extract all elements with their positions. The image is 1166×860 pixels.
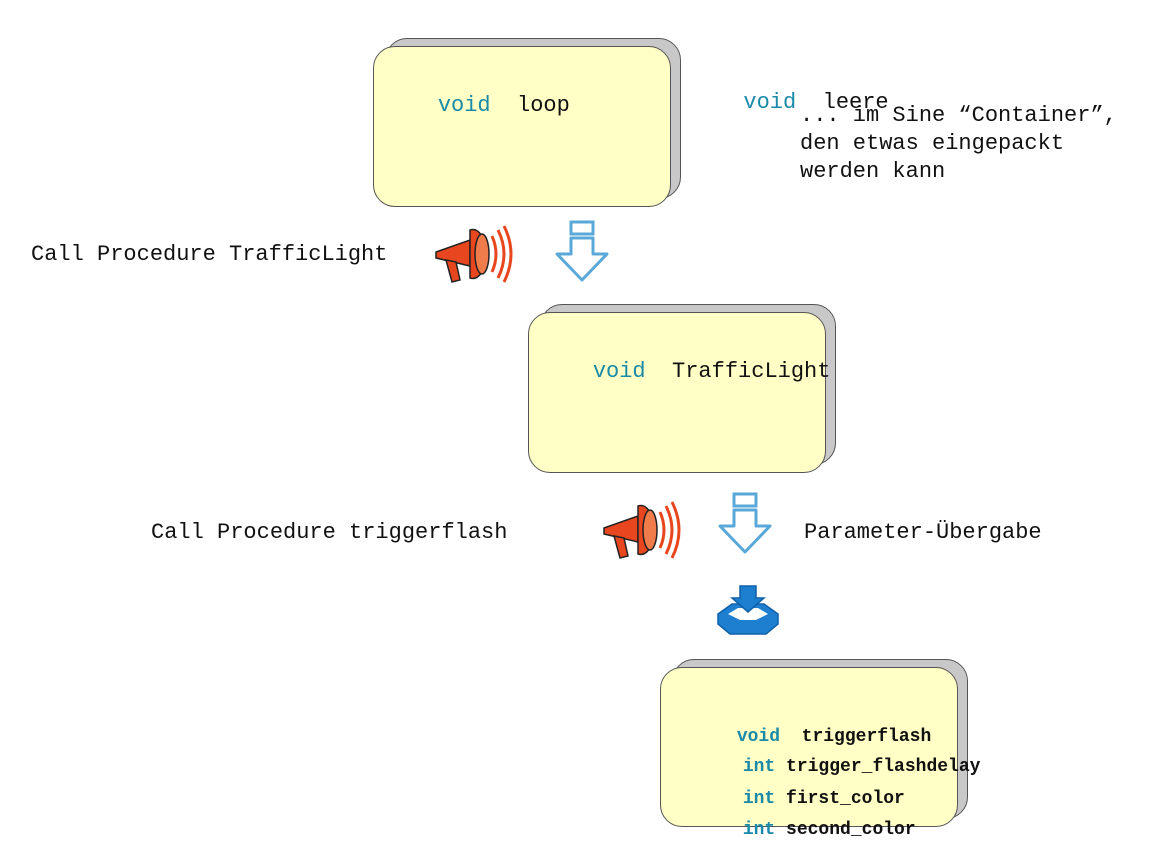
note-line-2: den etwas eingepackt [800, 131, 1065, 156]
down-arrow-icon [718, 492, 772, 554]
card-face [528, 312, 826, 473]
card-face [373, 46, 671, 207]
megaphone-icon [603, 501, 681, 559]
keyword-void: void [736, 727, 781, 747]
card-content: void triggerflash int trigger_flashdelay… [672, 667, 981, 840]
param-type: int [742, 820, 776, 840]
call-triggerflash-label: Call Procedure triggerflash [151, 520, 508, 545]
megaphone-icon [435, 225, 513, 283]
keyword-void: void [592, 359, 646, 384]
note-line-3: werden kann [800, 159, 946, 184]
card-title: void triggerflash [672, 707, 931, 767]
param-row: int first_color [678, 769, 905, 829]
parameter-label: Parameter-Übergabe [804, 520, 1042, 545]
card-title: void loop [385, 68, 570, 143]
param-row: int trigger_flashdelay [678, 737, 981, 797]
procedure-name: loop [517, 93, 570, 118]
keyword-void: void [437, 93, 491, 118]
card-title: void TrafficLight [540, 334, 831, 409]
param-name: second_color [786, 820, 916, 840]
param-name: trigger_flashdelay [786, 757, 981, 777]
loop-card: void loop [373, 38, 681, 207]
trafficlight-card: void TrafficLight [528, 304, 836, 473]
param-type: int [742, 789, 776, 809]
call-trafficlight-label: Call Procedure TrafficLight [31, 242, 388, 267]
procedure-name: triggerflash [801, 727, 932, 747]
param-name: first_color [786, 789, 905, 809]
triggerflash-card: void triggerflash int trigger_flashdelay… [660, 659, 981, 840]
param-row: int second_color [678, 800, 916, 860]
inbox-icon [717, 585, 779, 635]
card-face [660, 667, 958, 827]
down-arrow-icon [555, 220, 609, 282]
note-heading: void leere [717, 65, 889, 115]
note-word: leere [822, 90, 889, 115]
note-line-1: ... im Sine “Container”, [800, 103, 1117, 128]
param-type: int [742, 757, 776, 777]
procedure-name: TrafficLight [672, 359, 831, 384]
keyword-void: void [743, 90, 797, 115]
